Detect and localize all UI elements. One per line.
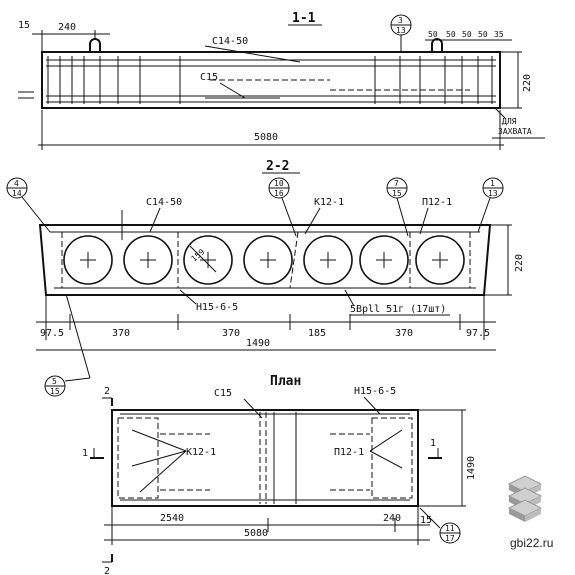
callout-11-17: 11 17 bbox=[419, 507, 461, 544]
label-c15: С15 bbox=[200, 72, 218, 83]
void-2 bbox=[123, 235, 173, 285]
section-2-2-title: 2-2 bbox=[266, 159, 289, 174]
void-3 bbox=[183, 235, 233, 285]
plan-label-c15: С15 bbox=[214, 388, 232, 399]
svg-text:3: 3 bbox=[398, 16, 403, 25]
svg-text:370: 370 bbox=[395, 328, 413, 339]
svg-text:11: 11 bbox=[445, 524, 455, 533]
plan-width-1490: 1490 bbox=[466, 456, 477, 480]
svg-text:4: 4 bbox=[14, 179, 19, 188]
svg-text:7: 7 bbox=[394, 179, 399, 188]
svg-text:185: 185 bbox=[308, 328, 326, 339]
svg-text:2: 2 bbox=[104, 386, 110, 397]
section-2-2: 2-2 159 4 14 bbox=[6, 159, 525, 397]
plan-label-k12: К12-1 bbox=[186, 447, 216, 458]
void-1 bbox=[63, 235, 113, 285]
label-h15-6-5-s2: Н15-6-5 bbox=[196, 302, 238, 313]
svg-text:16: 16 bbox=[274, 189, 284, 198]
svg-text:370: 370 bbox=[112, 328, 130, 339]
svg-text:14: 14 bbox=[12, 189, 22, 198]
lifting-loop-right bbox=[431, 38, 443, 52]
label-c14-50-s2: С14-50 bbox=[146, 197, 182, 208]
callout-5-15: 5 15 bbox=[44, 293, 91, 397]
plan-label-h15: Н15-6-5 bbox=[354, 386, 396, 397]
cut-1-markers: 1 1 bbox=[82, 438, 442, 459]
svg-text:2: 2 bbox=[104, 566, 110, 575]
svg-text:10: 10 bbox=[274, 179, 284, 188]
watermark-text: gbi22.ru bbox=[510, 536, 554, 550]
cage-verticals-1-1 bbox=[47, 56, 493, 104]
void-7 bbox=[415, 235, 465, 285]
section-1-1-title: 1-1 bbox=[292, 11, 316, 26]
void-4 bbox=[243, 235, 293, 285]
svg-text:13: 13 bbox=[488, 189, 498, 198]
plan-dim-240: 240 bbox=[383, 513, 401, 524]
svg-text:17: 17 bbox=[445, 534, 455, 543]
svg-text:1: 1 bbox=[82, 448, 88, 459]
void-6 bbox=[359, 235, 409, 285]
width-1490-s2: 1490 bbox=[246, 338, 270, 349]
svg-text:5: 5 bbox=[52, 377, 57, 386]
svg-text:50: 50 bbox=[428, 30, 438, 39]
callout-7-15: 7 15 bbox=[386, 177, 409, 237]
label-c14-50: С14-50 bbox=[212, 36, 248, 47]
callout-4-14: 4 14 bbox=[6, 177, 51, 233]
svg-text:15: 15 bbox=[392, 189, 402, 198]
dims-row-s2: 97.5 370 370 185 370 97.5 bbox=[36, 296, 496, 340]
svg-text:50: 50 bbox=[446, 30, 456, 39]
plan-title: План bbox=[270, 374, 301, 389]
dim-240: 240 bbox=[58, 22, 76, 33]
svg-text:35: 35 bbox=[494, 30, 504, 39]
note-line-1: ДЛЯ bbox=[502, 117, 517, 126]
label-5vp-s2: 5Врll 51г (17шт) bbox=[350, 304, 446, 315]
voids bbox=[63, 235, 465, 285]
void-5 bbox=[303, 235, 353, 285]
svg-text:50: 50 bbox=[462, 30, 472, 39]
dim-15: 15 bbox=[18, 20, 30, 31]
height-220-1-1: 220 bbox=[522, 74, 533, 92]
svg-text:50: 50 bbox=[478, 30, 488, 39]
plan-dim-15: 15 bbox=[420, 515, 432, 526]
label-p12-1-s2: П12-1 bbox=[422, 197, 452, 208]
slab-stack-logo bbox=[507, 475, 543, 522]
lifting-loop-left bbox=[89, 38, 101, 52]
length-5080-1-1: 5080 bbox=[254, 132, 278, 143]
callout-3-13: 3 13 bbox=[390, 14, 412, 52]
svg-text:1: 1 bbox=[490, 179, 495, 188]
svg-text:13: 13 bbox=[396, 26, 406, 35]
note-line-2: ЗАХВАТА bbox=[498, 127, 532, 136]
svg-text:15: 15 bbox=[50, 387, 60, 396]
callout-10-16: 10 16 bbox=[268, 177, 297, 237]
height-220-s2: 220 bbox=[514, 254, 525, 272]
svg-text:1: 1 bbox=[430, 438, 436, 449]
svg-text:370: 370 bbox=[222, 328, 240, 339]
plan-outline bbox=[111, 409, 419, 507]
label-k12-1-s2: К12-1 bbox=[314, 197, 344, 208]
svg-text:97.5: 97.5 bbox=[40, 328, 64, 339]
section-1-1: 1-1 bbox=[18, 11, 545, 150]
plan-dim-2540: 2540 bbox=[160, 513, 184, 524]
callout-1-13: 1 13 bbox=[477, 177, 504, 233]
cut-2-markers: 2 2 bbox=[102, 386, 113, 575]
dims-right-1-1: 50 50 50 50 35 bbox=[425, 30, 512, 41]
plan-view: План С15 Н15-6-5 К12-1 П12-1 2 bbox=[82, 374, 477, 575]
svg-text:97.5: 97.5 bbox=[466, 328, 490, 339]
plan-label-p12: П12-1 bbox=[334, 447, 364, 458]
plan-length-5080: 5080 bbox=[244, 528, 268, 539]
